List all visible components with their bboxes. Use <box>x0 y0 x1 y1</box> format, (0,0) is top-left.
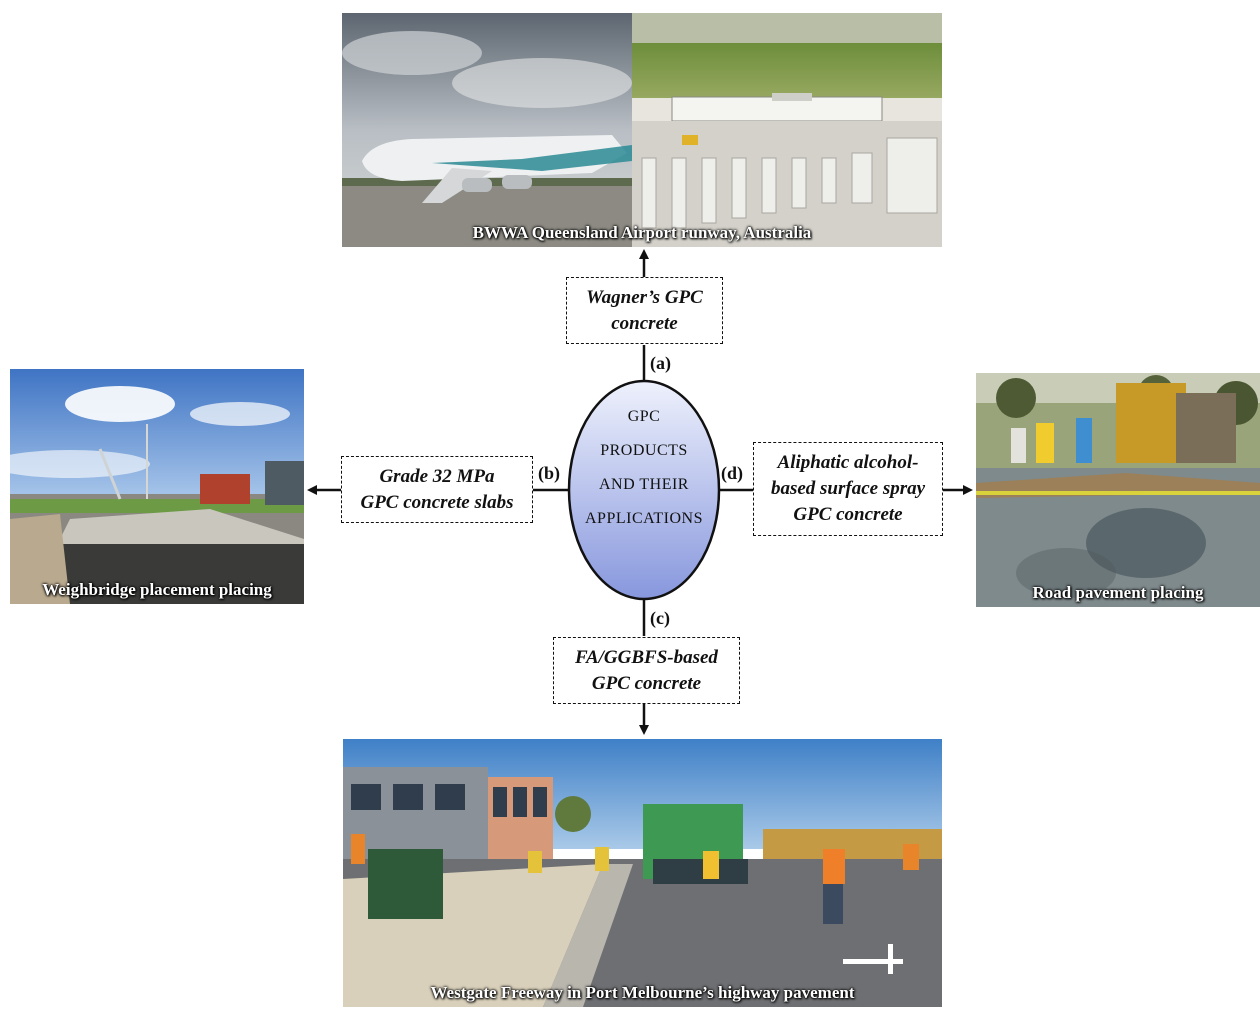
center-ellipse <box>567 379 721 601</box>
center-line-2: PRODUCTS <box>600 442 688 459</box>
box-a-line-1: Wagner’s GPC <box>586 286 703 308</box>
box-d-line-3: GPC concrete <box>793 504 903 525</box>
center-ellipse-label: GPC PRODUCTS AND THEIR APPLICATIONS <box>569 400 719 536</box>
photo-road-pavement: Road pavement placing <box>976 373 1260 607</box>
box-d-line-1: Aliphatic alcohol- <box>777 452 919 473</box>
center-line-3: AND THEIR <box>599 476 689 493</box>
box-d: Aliphatic alcohol- based surface spray G… <box>753 442 943 536</box>
box-c-line-2: GPC concrete <box>591 672 702 694</box>
marker-c: (c) <box>650 608 670 628</box>
marker-d: (d) <box>721 463 743 483</box>
photo-westgate-freeway: Westgate Freeway in Port Melbourne’s hig… <box>343 739 942 1007</box>
caption-c: Westgate Freeway in Port Melbourne’s hig… <box>430 983 855 1002</box>
photo-airport-runway: BWWA Queensland Airport runway, Australi… <box>342 13 942 247</box>
marker-b: (b) <box>538 463 560 483</box>
box-a-line-2: concrete <box>611 312 678 334</box>
box-d-line-2: based surface spray <box>770 478 926 499</box>
box-b: Grade 32 MPa GPC concrete slabs <box>341 456 533 523</box>
caption-b: Weighbridge placement placing <box>42 580 272 599</box>
photo-weighbridge: Weighbridge placement placing <box>10 369 304 604</box>
caption-d: Road pavement placing <box>1032 583 1204 602</box>
center-line-4: APPLICATIONS <box>584 510 703 527</box>
box-b-line-2: GPC concrete slabs <box>360 491 514 513</box>
caption-a: BWWA Queensland Airport runway, Australi… <box>472 223 812 242</box>
marker-a: (a) <box>650 353 671 373</box>
box-b-line-1: Grade 32 MPa <box>379 465 495 487</box>
box-a: Wagner’s GPC concrete <box>566 277 723 344</box>
box-c: FA/GGBFS-based GPC concrete <box>553 637 740 704</box>
center-line-1: GPC <box>627 408 661 425</box>
box-c-line-1: FA/GGBFS-based <box>575 646 718 668</box>
